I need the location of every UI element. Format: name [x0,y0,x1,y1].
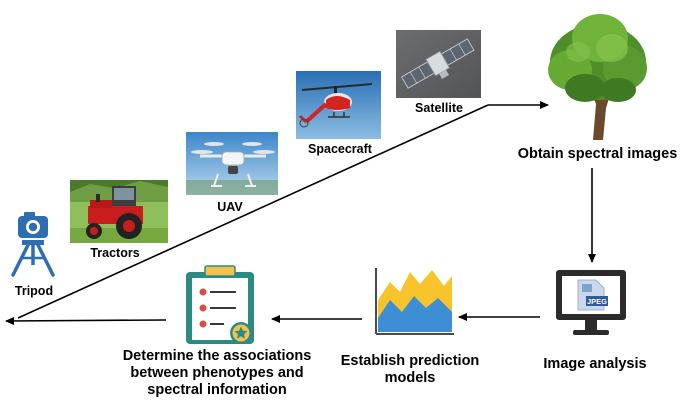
obtain-spectral-images-label: Obtain spectral images [517,146,678,162]
tripod-label: Tripod [14,284,54,298]
ascending-arrow [17,104,489,319]
tractors-label: Tractors [90,246,140,260]
determine-associations-label: Determine the associations between pheno… [122,348,312,398]
monitor-jpeg-text: JPEG [587,297,607,306]
tractor-photo [70,180,168,243]
helicopter-photo [296,71,381,139]
monitor-jpeg-icon: JPEG [556,270,626,335]
flow-arrows [5,101,596,325]
clipboard-checklist-icon [186,265,254,344]
image-analysis-label: Image analysis [543,356,647,372]
arrow-associations-to-tripod [5,316,167,325]
satellite-photo [396,30,481,98]
uav-label: UAV [217,200,243,214]
establish-prediction-models-label: Establish prediction models [340,353,480,386]
tripod-camera-icon [11,212,55,277]
satellite-label: Satellite [415,101,463,115]
spacecraft-label: Spacecraft [308,142,372,156]
uav-drone-photo [186,132,278,195]
area-chart-icon [375,268,454,335]
tree-icon [548,14,647,140]
